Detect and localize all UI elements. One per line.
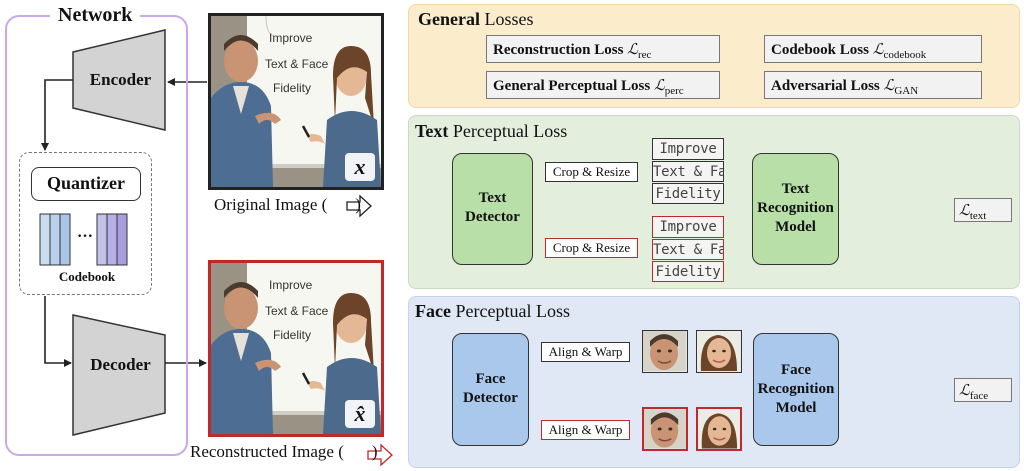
recon-caption: Reconstructed Image ( [190, 442, 344, 461]
whiteboard-line-2: Text & Face [265, 57, 329, 71]
original-caption-end: ) [355, 195, 361, 214]
quantizer-to-decoder-arrow [44, 296, 72, 367]
align-warp-box-recon: Align & Warp [541, 420, 630, 440]
text-crop-recon-1: Improve [652, 216, 724, 238]
text-loss-output: ℒtext [954, 198, 1012, 222]
general-losses-title: General Losses [418, 9, 534, 29]
encoder-label: Encoder [89, 70, 152, 89]
reconstruction-loss-box: Reconstruction Loss ℒrec [486, 35, 720, 63]
recon-symbol: x̂ [345, 400, 375, 428]
codebook-dots: ··· [76, 228, 93, 245]
text-detector-box [452, 153, 533, 265]
recon-whiteboard-line-1: Improve [269, 278, 313, 292]
face-recognition-box [753, 333, 839, 446]
face-crop-recon-man [642, 407, 688, 451]
face-loss-title: Face Perceptual Loss [415, 301, 570, 321]
crop-resize-box-recon: Crop & Resize [545, 238, 638, 258]
adversarial-loss-box: Adversarial Loss ℒGAN [764, 71, 982, 99]
caption-arrow-recon [367, 443, 393, 467]
decoder-label: Decoder [90, 355, 151, 374]
text-crop-recon-2: Text & Face [652, 239, 724, 260]
network-title: Network [50, 4, 141, 27]
text-crop-recon-3: Fidelity [652, 261, 724, 282]
reconstructed-image: Improve Text & Face Fidelity x̂ [208, 260, 384, 437]
recon-caption-end: ) [371, 442, 378, 461]
text-crop-original-3: Fidelity [652, 183, 724, 204]
face-crop-recon-woman [696, 407, 742, 451]
text-recognition-box [752, 153, 839, 265]
face-loss-output: ℒface [954, 378, 1012, 402]
codebook-loss-box: Codebook Loss ℒcodebook [764, 35, 982, 63]
crop-resize-box-original: Crop & Resize [545, 162, 638, 182]
face-crop-original-woman [696, 330, 742, 373]
text-crop-original-2: Text & Face [652, 161, 724, 182]
text-crop-original-1: Improve [652, 138, 724, 160]
codebook-label: Codebook [58, 269, 116, 284]
quantizer-box: Quantizer [31, 167, 141, 201]
original-caption: Original Image ( [214, 195, 328, 214]
encoder-to-quantizer-arrow [41, 79, 73, 151]
decoder-shape [72, 314, 166, 436]
face-crop-original-man [642, 330, 688, 373]
whiteboard-line-3: Fidelity [273, 81, 311, 95]
perceptual-loss-box: General Perceptual Loss ℒperc [486, 71, 720, 99]
recon-whiteboard-line-3: Fidelity [273, 328, 311, 342]
text-loss-title: Text Perceptual Loss [415, 121, 568, 141]
original-image: Improve Text & Face Fidelity x [208, 13, 384, 190]
align-warp-box-original: Align & Warp [541, 342, 630, 362]
original-symbol: x [345, 153, 375, 181]
face-detector-box [452, 333, 529, 446]
quantizer-group [19, 152, 152, 295]
whiteboard-line-1: Improve [269, 31, 313, 45]
codebook-vectors [39, 213, 128, 266]
recon-whiteboard-line-2: Text & Face [265, 304, 329, 318]
caption-arrow-original [346, 194, 372, 218]
encoder-shape [72, 29, 166, 131]
